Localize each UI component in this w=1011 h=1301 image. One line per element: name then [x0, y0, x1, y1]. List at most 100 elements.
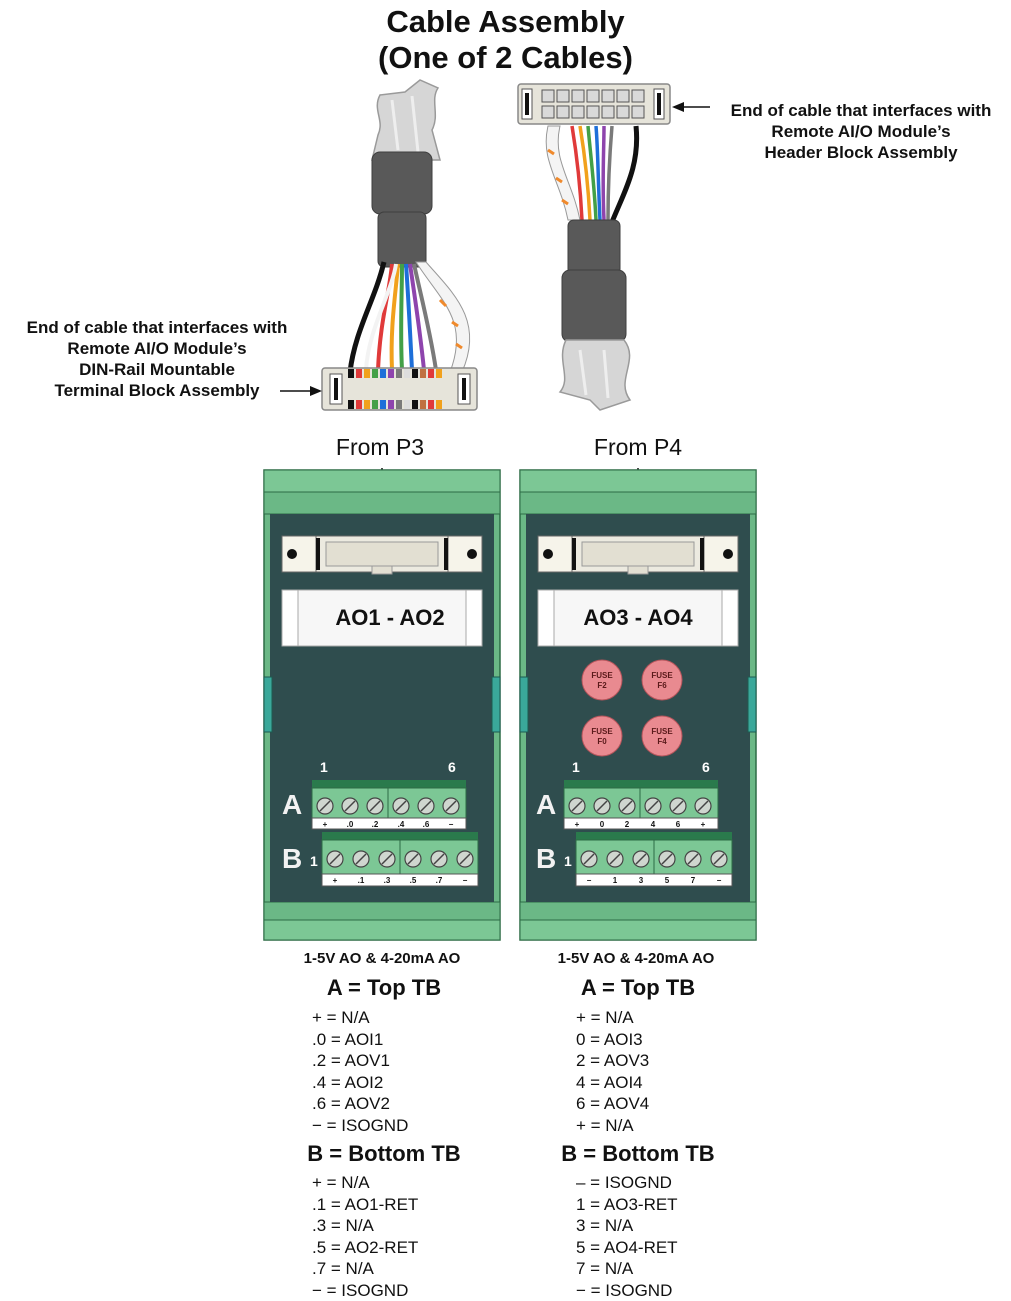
terminal-label: + — [701, 820, 706, 829]
pin-6-label: 6 — [702, 759, 710, 775]
fuse-id: F6 — [657, 681, 667, 690]
header-connector — [538, 536, 738, 574]
terminal-label: + — [323, 820, 328, 829]
legend-item: − = ISOGND — [312, 1280, 418, 1301]
terminal-label: − — [449, 820, 454, 829]
legend-item: 0 = AOI3 — [576, 1029, 649, 1051]
channel-label: AO1 - AO2 — [335, 605, 444, 630]
module-2-bottom-legend: – = ISOGND 1 = AO3-RET 3 = N/A 5 = AO4-R… — [576, 1172, 678, 1301]
fuse-label: FUSE — [651, 671, 673, 680]
fuse-label: FUSE — [591, 671, 613, 680]
row-b-pin-1-label: 1 — [564, 853, 572, 869]
fuse-f0: FUSE F0 — [582, 716, 622, 756]
callout-line: Remote AI/O Module’s — [4, 338, 310, 359]
terminal-label: .7 — [436, 876, 443, 885]
fuse-f2: FUSE F2 — [582, 660, 622, 700]
from-p4-label: From P4 — [518, 434, 758, 461]
terminal-label: − — [463, 876, 468, 885]
channel-label-plate: AO3 - AO4 — [538, 590, 738, 646]
terminal-module-ao1-ao2: AO1 - AO2 1 6 A + .0 .2 .4 .6 − B 1 — [262, 462, 502, 942]
terminal-label: 2 — [625, 820, 630, 829]
legend-item: .0 = AOI1 — [312, 1029, 408, 1051]
legend-item: – = ISOGND — [576, 1172, 678, 1194]
terminal-module-ao3-ao4: AO3 - AO4 FUSE F2 FUSE F6 FUSE F0 FUSE F… — [518, 462, 758, 942]
module-1-bottom-heading: B = Bottom TB — [254, 1141, 514, 1167]
legend-item: − = ISOGND — [312, 1115, 408, 1137]
module-2-caption: 1-5V AO & 4-20mA AO — [506, 950, 766, 967]
callout-line: Terminal Block Assembly — [4, 380, 310, 401]
module-1-top-legend: + = N/A .0 = AOI1 .2 = AOV1 .4 = AOI2 .6… — [312, 1007, 408, 1136]
legend-item: 3 = N/A — [576, 1215, 678, 1237]
terminal-label: .6 — [423, 820, 430, 829]
legend-item: .1 = AO1-RET — [312, 1194, 418, 1216]
fuse-f4: FUSE F4 — [642, 716, 682, 756]
terminal-label: .2 — [372, 820, 379, 829]
callout-line: DIN-Rail Mountable — [4, 359, 310, 380]
legend-item: .3 = N/A — [312, 1215, 418, 1237]
legend-item: + = N/A — [312, 1007, 408, 1029]
legend-item: .2 = AOV1 — [312, 1050, 408, 1072]
legend-item: 4 = AOI4 — [576, 1072, 649, 1094]
fuse-label: FUSE — [651, 727, 673, 736]
channel-label-plate: AO1 - AO2 — [282, 590, 482, 646]
callout-arrows — [280, 102, 710, 396]
module-2-bottom-heading: B = Bottom TB — [508, 1141, 768, 1167]
terminal-label: 3 — [639, 876, 644, 885]
legend-item: 1 = AO3-RET — [576, 1194, 678, 1216]
legend-item: 5 = AO4-RET — [576, 1237, 678, 1259]
row-b-pin-1-label: 1 — [310, 853, 318, 869]
pin-6-label: 6 — [448, 759, 456, 775]
terminal-label: 5 — [665, 876, 670, 885]
fuse-id: F4 — [657, 737, 667, 746]
module-2-top-legend: + = N/A 0 = AOI3 2 = AOV3 4 = AOI4 6 = A… — [576, 1007, 649, 1136]
pin-1-label: 1 — [572, 759, 580, 775]
fuse-id: F0 — [597, 737, 607, 746]
module-1-caption: 1-5V AO & 4-20mA AO — [252, 950, 512, 967]
legend-item: + = N/A — [312, 1172, 418, 1194]
terminal-label: .4 — [398, 820, 405, 829]
terminal-label: 4 — [651, 820, 656, 829]
terminal-end-cable — [322, 80, 477, 410]
legend-item: 6 = AOV4 — [576, 1093, 649, 1115]
fuse-label: FUSE — [591, 727, 613, 736]
header-end-cable — [518, 84, 670, 410]
callout-line: End of cable that interfaces with — [4, 317, 310, 338]
terminal-label: − — [587, 876, 592, 885]
legend-item: .6 = AOV2 — [312, 1093, 408, 1115]
legend-item: 2 = AOV3 — [576, 1050, 649, 1072]
row-a-letter: A — [282, 789, 302, 820]
callout-line: Header Block Assembly — [712, 142, 1010, 163]
header-end-callout: End of cable that interfaces with Remote… — [712, 100, 1010, 163]
terminal-label: + — [575, 820, 580, 829]
legend-item: + = N/A — [576, 1007, 649, 1029]
callout-line: End of cable that interfaces with — [712, 100, 1010, 121]
header-connector — [282, 536, 482, 574]
terminal-label: 1 — [613, 876, 618, 885]
module-2-top-heading: A = Top TB — [508, 975, 768, 1001]
legend-item: .4 = AOI2 — [312, 1072, 408, 1094]
fuse-id: F2 — [597, 681, 607, 690]
row-a-letter: A — [536, 789, 556, 820]
row-b-letter: B — [536, 843, 556, 874]
module-1-top-heading: A = Top TB — [254, 975, 514, 1001]
legend-item: − = ISOGND — [576, 1280, 678, 1301]
terminal-label: .1 — [358, 876, 365, 885]
terminal-label: .5 — [410, 876, 417, 885]
legend-item: 7 = N/A — [576, 1258, 678, 1280]
terminal-label: 0 — [600, 820, 605, 829]
row-b-letter: B — [282, 843, 302, 874]
terminal-label: 6 — [676, 820, 681, 829]
legend-item: + = N/A — [576, 1115, 649, 1137]
terminal-label: 7 — [691, 876, 696, 885]
legend-item: .7 = N/A — [312, 1258, 418, 1280]
legend-item: .5 = AO2-RET — [312, 1237, 418, 1259]
terminal-label: .3 — [384, 876, 391, 885]
callout-line: Remote AI/O Module’s — [712, 121, 1010, 142]
fuse-f6: FUSE F6 — [642, 660, 682, 700]
terminal-label: .0 — [347, 820, 354, 829]
pin-1-label: 1 — [320, 759, 328, 775]
terminal-end-callout: End of cable that interfaces with Remote… — [4, 317, 310, 401]
from-p3-label: From P3 — [260, 434, 500, 461]
terminal-label: − — [717, 876, 722, 885]
module-1-bottom-legend: + = N/A .1 = AO1-RET .3 = N/A .5 = AO2-R… — [312, 1172, 418, 1301]
